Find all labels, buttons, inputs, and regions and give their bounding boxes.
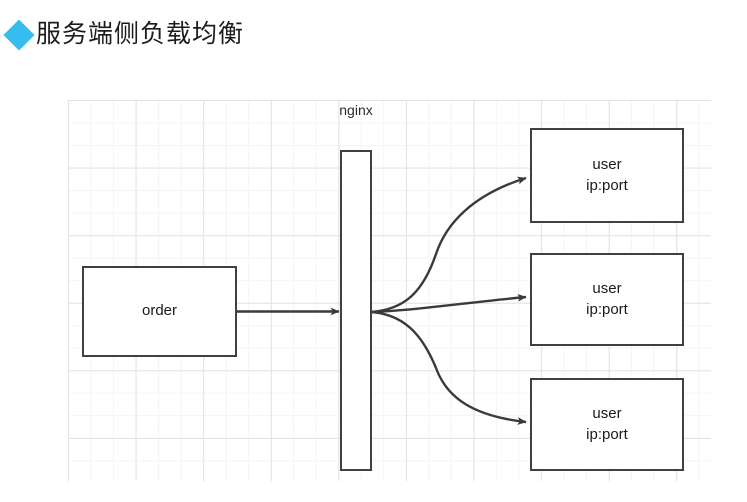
node-user-2[interactable]: user ip:port <box>530 253 684 346</box>
node-order-label: order <box>141 302 178 320</box>
node-user-3-line2: ip:port <box>586 425 628 443</box>
node-nginx-bar[interactable] <box>340 150 372 471</box>
node-user-2-line1: user <box>592 280 622 298</box>
node-order[interactable]: order <box>82 266 237 357</box>
node-user-3[interactable]: user ip:port <box>530 378 684 471</box>
node-user-1[interactable]: user ip:port <box>530 128 684 223</box>
diamond-icon <box>3 18 35 51</box>
page-title: 服务端侧负载均衡 <box>36 21 245 48</box>
node-user-3-line1: user <box>592 405 622 423</box>
node-user-2-line2: ip:port <box>586 300 628 318</box>
node-user-1-line2: ip:port <box>586 176 628 194</box>
nginx-label: nginx <box>339 102 373 118</box>
node-user-1-line1: user <box>592 156 622 174</box>
page-heading: 服务端侧负载均衡 <box>3 18 245 51</box>
architecture-diagram: nginx order user ip:port user ip:port us… <box>68 100 711 481</box>
